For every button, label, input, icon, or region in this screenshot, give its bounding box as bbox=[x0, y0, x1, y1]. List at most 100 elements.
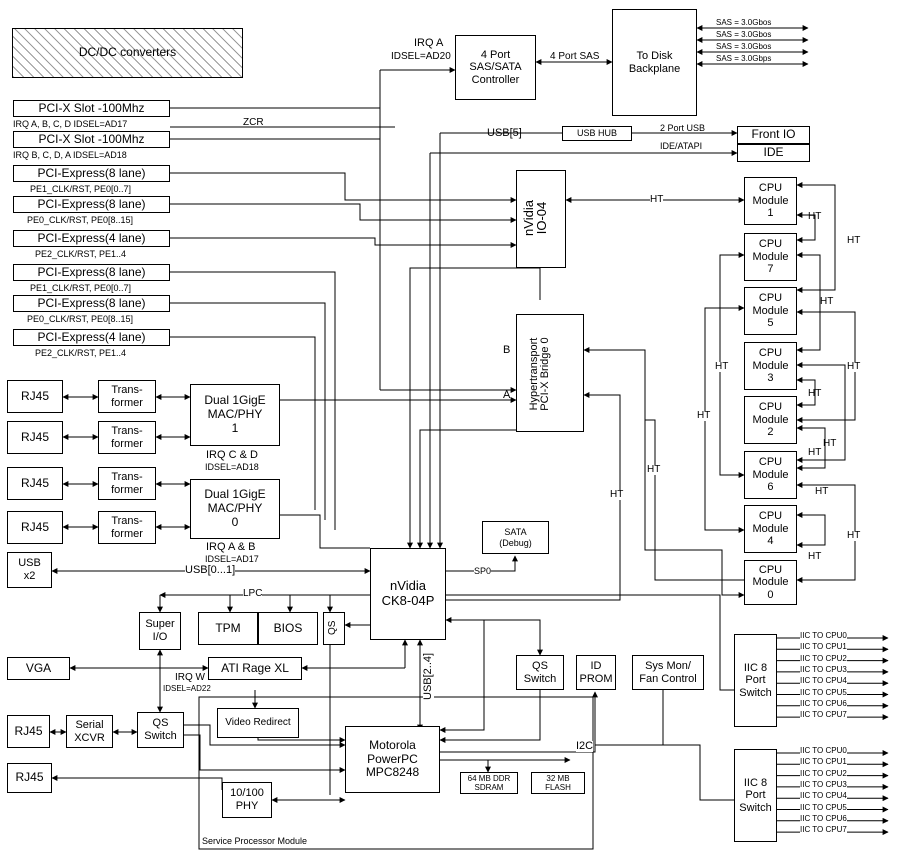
pcie-slot-2: PCI-Express(8 lane) bbox=[13, 196, 170, 213]
nvidia-io04-block: nVidia IO-04 bbox=[516, 170, 566, 268]
rj45-4: RJ45 bbox=[7, 511, 63, 544]
iic-line-label: IIC TO CPU1 bbox=[800, 642, 847, 652]
usb-hub-block: USB HUB bbox=[562, 126, 632, 141]
cpu-module-6: CPU Module 6 bbox=[744, 451, 797, 499]
ht-cpu-label-g: HT bbox=[697, 410, 711, 421]
usb01-label: USB[0...1] bbox=[185, 564, 236, 576]
iic-line-label: IIC TO CPU2 bbox=[800, 653, 847, 663]
cpu-module-1: CPU Module 1 bbox=[744, 177, 797, 225]
cpu-module-7: CPU Module 7 bbox=[744, 233, 797, 281]
i2c-label: I2C bbox=[576, 740, 594, 752]
sas-sata-controller-block: 4 Port SAS/SATA Controller bbox=[455, 35, 536, 100]
iic-line-label: IIC TO CPU3 bbox=[800, 664, 847, 674]
ati-rage-block: ATI Rage XL bbox=[208, 657, 302, 680]
dual-gige-mac-1: Dual 1GigE MAC/PHY 1 bbox=[190, 384, 280, 446]
iic-line-label: IIC TO CPU6 bbox=[800, 698, 847, 708]
port-sas-label: 4 Port SAS bbox=[550, 51, 600, 62]
port-usb-label: 2 Port USB bbox=[660, 123, 706, 133]
pe2-a-label: PE2_CLK/RST, PE1..4 bbox=[35, 249, 127, 259]
cpu-module-4: CPU Module 4 bbox=[744, 505, 797, 553]
iic-switch-2: IIC 8 Port Switch bbox=[734, 749, 777, 842]
pcix-slot-1: PCI-X Slot -100Mhz bbox=[13, 100, 170, 117]
ide-atapi-label: IDE/ATAPI bbox=[660, 141, 703, 151]
iic-line-label: IIC TO CPU5 bbox=[800, 687, 847, 697]
usb-x2-block: USB x2 bbox=[7, 552, 52, 588]
ht-cpu-label-i: HT bbox=[808, 447, 822, 458]
nvidia-ck804p-block: nVidia CK8-04P bbox=[370, 548, 446, 640]
motorola-powerpc-block: Motorola PowerPC MPC8248 bbox=[345, 726, 440, 793]
zcr-label: ZCR bbox=[243, 117, 264, 128]
pe2-b-label: PE2_CLK/RST, PE1..4 bbox=[35, 348, 127, 358]
tpm-block: TPM bbox=[198, 612, 258, 645]
pcie-slot-5: PCI-Express(8 lane) bbox=[13, 295, 170, 312]
pcie-slot-6: PCI-Express(4 lane) bbox=[13, 329, 170, 346]
iic-line-label: IIC TO CPU1 bbox=[800, 757, 847, 767]
sata-debug-block: SATA (Debug) bbox=[482, 521, 549, 554]
cpu-module-5: CPU Module 5 bbox=[744, 287, 797, 335]
id-prom-block: ID PROM bbox=[576, 655, 616, 690]
mac1-irq-label: IRQ C & D bbox=[206, 449, 258, 461]
port-a-label: A bbox=[503, 389, 511, 401]
ht-cpu-label-h: HT bbox=[823, 438, 837, 449]
iic-line-label: IIC TO CPU2 bbox=[800, 768, 847, 778]
mac1-idsel-label: IDSEL=AD18 bbox=[205, 462, 259, 472]
pe0-a-label: PE0_CLK/RST, PE0[8..15] bbox=[27, 215, 134, 225]
ide-block: IDE bbox=[737, 144, 810, 162]
ht-cpu-label-e: HT bbox=[847, 361, 861, 372]
pe0-b-label: PE0_CLK/RST, PE0[8..15] bbox=[27, 314, 134, 324]
transformer-3: Trans- former bbox=[98, 467, 156, 500]
iic-line-label: IIC TO CPU7 bbox=[800, 710, 847, 720]
iic-line-label: IIC TO CPU4 bbox=[800, 676, 847, 686]
ht-cpu-label-l: HT bbox=[815, 486, 829, 497]
ht-cpu-label-c: HT bbox=[820, 296, 834, 307]
port-b-label: B bbox=[503, 344, 511, 356]
rj45-2: RJ45 bbox=[7, 421, 63, 454]
flash-block: 32 MB FLASH bbox=[531, 772, 585, 794]
qs-switch-left: QS Switch bbox=[137, 712, 184, 748]
idsel-ad22-label: IDSEL=AD22 bbox=[163, 684, 211, 693]
pcie-slot-4: PCI-Express(8 lane) bbox=[13, 264, 170, 281]
lpc-label: LPC bbox=[243, 588, 263, 599]
pcix2-irq-label: IRQ B, C, D, A IDSEL=AD18 bbox=[13, 150, 127, 160]
pe1-a-label: PE1_CLK/RST, PE0[0..7] bbox=[30, 184, 132, 194]
iic-line-label: IIC TO CPU0 bbox=[800, 631, 847, 640]
bios-block: BIOS bbox=[258, 612, 318, 645]
ht-cpu-label-j: HT bbox=[847, 530, 861, 541]
ht-pcix-bridge-block: Hypertransport PCI-X Bridge 0 bbox=[516, 314, 584, 432]
qs-small-label: QS bbox=[327, 620, 338, 635]
front-io-block: Front IO bbox=[737, 126, 810, 144]
pcix1-irq-label: IRQ A, B, C, D IDSEL=AD17 bbox=[13, 119, 128, 129]
ht-cpu-label-f: HT bbox=[808, 388, 822, 399]
phy-block: 10/100 PHY bbox=[222, 782, 272, 818]
ht-bridge-label-b: HT bbox=[610, 489, 624, 500]
pe1-b-label: PE1_CLK/RST, PE0[0..7] bbox=[30, 283, 132, 293]
ht-cpu-label-a: HT bbox=[808, 211, 822, 222]
idsel-ad20-label: IDSEL=AD20 bbox=[391, 51, 451, 62]
mac0-irq-label: IRQ A & B bbox=[206, 541, 256, 553]
pcie-slot-1: PCI-Express(8 lane) bbox=[13, 165, 170, 182]
ht-io-label: HT bbox=[650, 194, 664, 205]
dual-gige-mac-0: Dual 1GigE MAC/PHY 0 bbox=[190, 479, 280, 539]
ht-cpu-label-b: HT bbox=[847, 235, 861, 246]
cpu-module-0: CPU Module 0 bbox=[744, 560, 797, 605]
sas-rate-3: SAS = 3.0Gbos bbox=[716, 42, 772, 51]
irq-a-label: IRQ A bbox=[414, 37, 444, 49]
rj45-5: RJ45 bbox=[7, 715, 50, 748]
iic-switch-1: IIC 8 Port Switch bbox=[734, 634, 777, 727]
qs-small-block: QS bbox=[323, 612, 345, 645]
cpu-module-3: CPU Module 3 bbox=[744, 342, 797, 390]
qs-switch-right: QS Switch bbox=[516, 655, 564, 690]
pcix-slot-2: PCI-X Slot -100Mhz bbox=[13, 131, 170, 148]
pcie-slot-3: PCI-Express(4 lane) bbox=[13, 230, 170, 247]
super-io-block: Super I/O bbox=[139, 612, 181, 650]
transformer-2: Trans- former bbox=[98, 421, 156, 454]
iic-line-label: IIC TO CPU7 bbox=[800, 825, 847, 835]
iic-line-label: IIC TO CPU3 bbox=[800, 779, 847, 789]
service-processor-label: Service Processor Module bbox=[202, 836, 308, 846]
dcdc-converters-block: DC/DC converters bbox=[12, 28, 243, 78]
cpu-module-2: CPU Module 2 bbox=[744, 396, 797, 444]
video-redirect-block: Video Redirect bbox=[217, 708, 299, 738]
iic-line-label: IIC TO CPU0 bbox=[800, 746, 847, 755]
usb24-label: USB[2..4] bbox=[422, 652, 434, 700]
